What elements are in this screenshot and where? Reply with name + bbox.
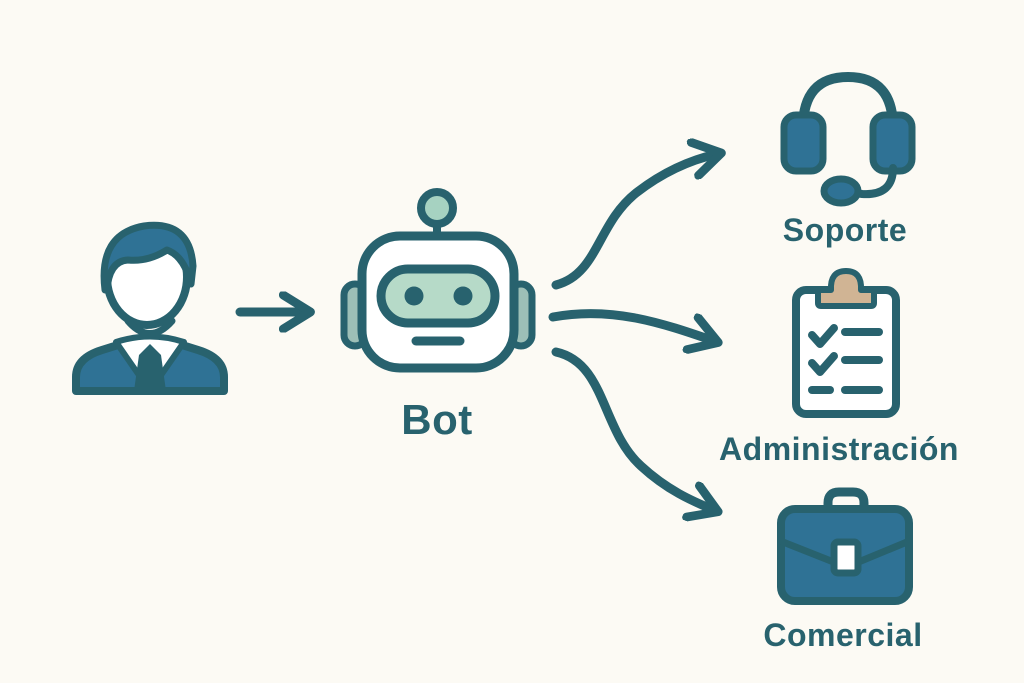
user-icon [72, 221, 228, 395]
briefcase-handle [823, 487, 869, 512]
user-hair [100, 221, 197, 294]
briefcase-flap-line [779, 538, 911, 565]
user-tie [134, 344, 166, 391]
administracion-label: Administración [719, 431, 959, 467]
briefcase-icon [777, 487, 913, 605]
headset-band [798, 71, 898, 157]
arrow-bot-to-comercial [551, 347, 714, 510]
user-neck-line [124, 317, 176, 337]
robot-icon [340, 188, 536, 373]
headset-earcup-left [780, 111, 827, 175]
clipboard-checklist-icon [792, 268, 900, 418]
headset-mic-boom [852, 164, 897, 199]
briefcase-clasp [830, 538, 862, 577]
robot-eye-right [453, 286, 473, 306]
headset-earcup-right [869, 111, 916, 175]
arrow-bot-to-soporte [551, 154, 717, 290]
robot-antenna-ball [417, 188, 457, 228]
robot-eye-left [404, 286, 424, 306]
headset-icon [780, 71, 916, 207]
clipboard-check-1 [808, 324, 838, 348]
headset-mic [820, 175, 862, 207]
robot-visor [376, 264, 500, 328]
clipboard-check-2 [808, 352, 838, 376]
bot-label: Bot [401, 396, 472, 443]
clipboard-clip [815, 268, 877, 309]
arrow-bot-to-administracion [548, 309, 714, 341]
soporte-label: Soporte [783, 212, 907, 248]
comercial-label: Comercial [763, 617, 922, 653]
